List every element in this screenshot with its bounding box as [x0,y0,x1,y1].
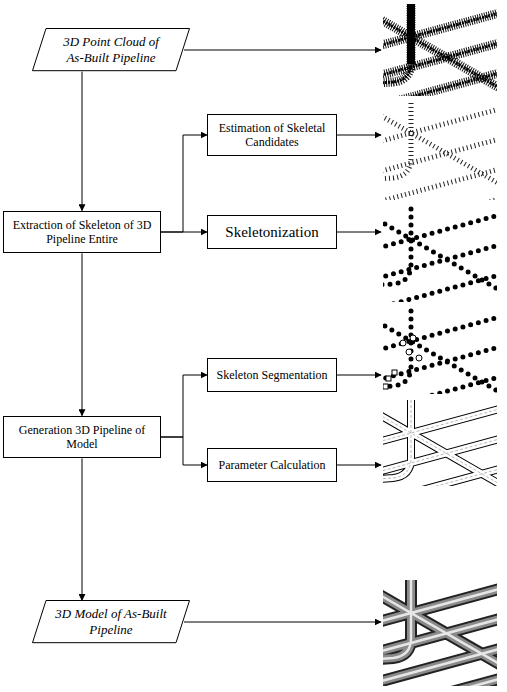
process-box: Skeleton Segmentation [207,358,337,392]
flow-arrow [161,375,207,437]
data-parallelogram: 3D Point Cloud of As-Built Pipeline [32,28,190,71]
process-box: Estimation of Skeletal Candidates [207,114,337,157]
process-box: Extraction of Skeleton of 3D Pipeline En… [3,211,161,254]
flow-arrow [161,437,207,465]
process-box: Generation 3D Pipeline of Model [3,416,161,459]
node-label: 3D Model of As-Built Pipeline [54,606,168,637]
parallelogram-outline [33,29,190,71]
flow-arrow [161,135,207,232]
node-label: Extraction of Skeleton of 3D Pipeline En… [10,218,154,247]
parameter-image [378,395,503,532]
parallelogram-outline [33,601,190,643]
flow-arrow [82,458,83,600]
data-parallelogram: 3D Model of As-Built Pipeline [32,600,190,643]
flow-arrow [82,253,83,415]
process-box: Parameter Calculation [207,448,337,482]
model-image [378,575,503,692]
node-label: Parameter Calculation [219,458,326,472]
flow-arrow [161,232,207,233]
leader-arrows [184,50,381,622]
node-label: Skeleton Segmentation [217,368,328,382]
process-box: Skeletonization [207,215,337,249]
node-label: Estimation of Skeletal Candidates [214,121,330,150]
flow-arrow [82,72,83,211]
node-label: Skeletonization [225,223,318,241]
node-label: Generation 3D Pipeline of Model [10,423,154,452]
node-label: 3D Point Cloud of As-Built Pipeline [54,34,168,65]
